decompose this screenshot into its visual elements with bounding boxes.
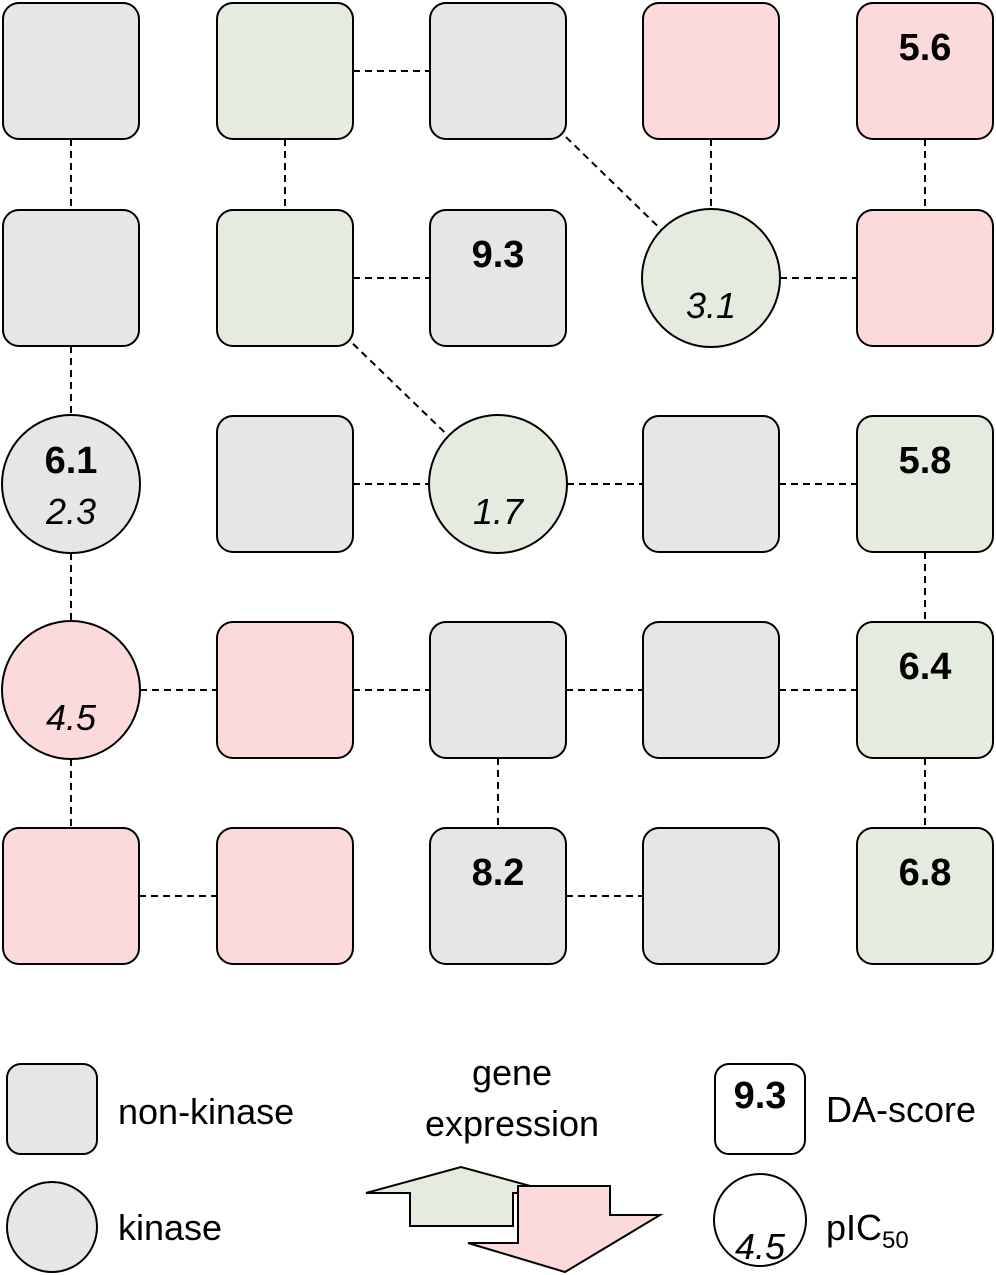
edge-r1c1-r2c2: [352, 343, 450, 437]
node-r1c3: 3.1: [641, 208, 781, 348]
pic50-label: 3.1: [686, 285, 736, 326]
non-kinase-node-square: [429, 209, 567, 347]
legend-gene-expression-line1: gene: [472, 1052, 552, 1093]
legend-non-kinase-square: [6, 1063, 98, 1155]
non-kinase-node-square: [429, 621, 567, 759]
non-kinase-node-square: [216, 2, 354, 140]
non-kinase-node-square: [2, 827, 140, 965]
kinase-node-circle: [641, 208, 781, 348]
node-r4c3: [642, 827, 780, 965]
node-r2c4: 5.8: [856, 415, 994, 553]
kinase-node-circle: [1, 414, 141, 554]
edges-layer: [70, 70, 926, 897]
node-r4c0: [2, 827, 140, 965]
legend-da-score-example: 9.3: [734, 1075, 787, 1117]
non-kinase-node-square: [642, 621, 780, 759]
legend-gene-expression-line2: expression: [425, 1103, 599, 1144]
node-r0c1: [216, 2, 354, 140]
down-arrow-icon: [467, 1185, 664, 1274]
node-r2c0: 6.12.3: [1, 414, 141, 554]
pic50-label: 4.5: [46, 697, 97, 738]
up-arrow-icon: [365, 1165, 557, 1227]
legend-da-score-label: DA-score: [826, 1089, 976, 1130]
non-kinase-node-square: [216, 415, 354, 553]
node-r1c1: [216, 209, 354, 347]
node-r4c4: 6.8: [856, 827, 994, 965]
legend-pic50-label: pIC50: [826, 1207, 909, 1254]
node-r2c3: [642, 415, 780, 553]
node-r1c2: 9.3: [429, 209, 567, 347]
legend-pic50-circle: [713, 1173, 807, 1267]
non-kinase-node-square: [2, 209, 140, 347]
pic50-label: 1.7: [473, 491, 525, 532]
kinase-node-circle: [1, 620, 141, 760]
non-kinase-node-square: [642, 415, 780, 553]
non-kinase-node-square: [856, 621, 994, 759]
legend: non-kinase kinase gene expression 9.3 DA…: [6, 1052, 976, 1274]
node-r0c0: [2, 2, 140, 140]
da-score-label: 6.8: [899, 852, 952, 894]
edge-r0c2-r1c3: [565, 136, 663, 231]
node-r2c2: 1.7: [428, 414, 568, 554]
legend-kinase-circle: [6, 1181, 98, 1273]
legend-pic50-example: 4.5: [735, 1226, 786, 1267]
non-kinase-node-square: [2, 2, 140, 140]
node-r1c4: [856, 209, 994, 347]
node-r1c0: [2, 209, 140, 347]
non-kinase-node-square: [856, 415, 994, 553]
non-kinase-node-square: [216, 827, 354, 965]
node-r0c3: [642, 2, 780, 140]
legend-kinase-label: kinase: [118, 1207, 222, 1248]
non-kinase-node-square: [429, 827, 567, 965]
non-kinase-node-square: [216, 209, 354, 347]
node-r4c2: 8.2: [429, 827, 567, 965]
non-kinase-node-square: [856, 209, 994, 347]
kinase-node-circle: [428, 414, 568, 554]
da-score-label: 8.2: [472, 852, 525, 894]
da-score-label: 5.8: [899, 440, 952, 482]
non-kinase-node-square: [856, 827, 994, 965]
da-score-label: 9.3: [472, 234, 525, 276]
da-score-label: 6.1: [45, 440, 98, 482]
node-r0c4: 5.6: [856, 2, 994, 140]
da-score-label: 5.6: [899, 27, 952, 69]
node-r3c2: [429, 621, 567, 759]
non-kinase-node-square: [856, 2, 994, 140]
node-r3c1: [216, 621, 354, 759]
legend-da-score-square: [714, 1063, 806, 1155]
legend-pic50-subscript: 50: [882, 1227, 909, 1254]
node-r3c4: 6.4: [856, 621, 994, 759]
node-r3c0: 4.5: [1, 620, 141, 760]
node-r2c1: [216, 415, 354, 553]
node-r0c2: [429, 2, 567, 140]
node-r4c1: [216, 827, 354, 965]
non-kinase-node-square: [642, 827, 780, 965]
non-kinase-node-square: [429, 2, 567, 140]
non-kinase-node-square: [216, 621, 354, 759]
non-kinase-node-square: [642, 2, 780, 140]
pic50-label: 2.3: [45, 491, 96, 532]
da-score-label: 6.4: [899, 646, 952, 688]
legend-non-kinase-label: non-kinase: [118, 1091, 294, 1132]
legend-pic50-prefix: pIC: [826, 1207, 882, 1248]
node-r3c3: [642, 621, 780, 759]
